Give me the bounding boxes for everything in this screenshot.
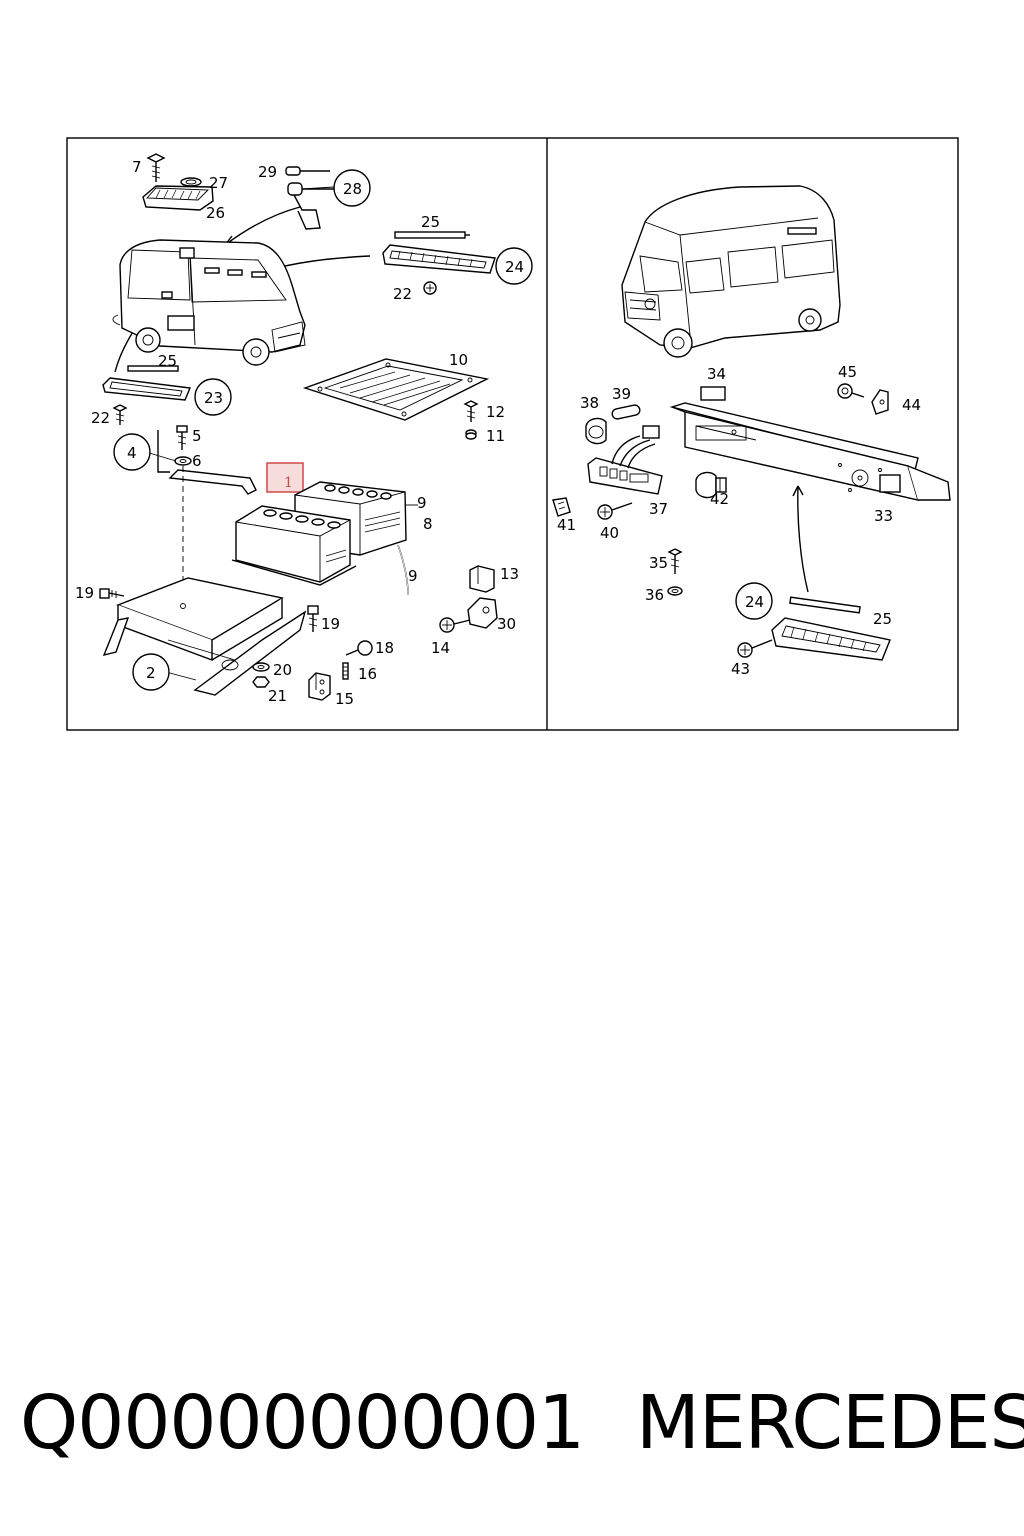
highlight-callout-box	[266, 462, 304, 493]
callout-label: 40	[600, 524, 619, 542]
leader-lines	[145, 186, 335, 681]
label-tag-part	[700, 386, 726, 401]
bolt-bracket-part	[837, 383, 889, 415]
clip-screw-part	[552, 497, 633, 520]
highlight-callout-label: 1	[284, 475, 293, 491]
callout-label: 23	[204, 389, 223, 407]
floor-plate-part	[302, 358, 490, 421]
callout-label: 9	[417, 494, 427, 512]
callout-label: 4	[127, 444, 137, 462]
relay-part	[467, 565, 498, 629]
callout-circle-2	[132, 653, 170, 691]
right-panel: 34 45 44 38 39 41 40 37 42 33 35 36 24 2…	[552, 185, 951, 678]
cable-part	[397, 544, 409, 596]
left-panel: 1	[75, 153, 533, 708]
screw-washer-part	[667, 548, 683, 596]
callout-circle-23	[194, 378, 232, 416]
callout-label: 37	[649, 500, 668, 518]
callout-label: 6	[192, 452, 202, 470]
callout-label: 24	[505, 258, 524, 276]
callout-label: 25	[421, 213, 440, 231]
parts-diagram: 1	[66, 137, 959, 731]
callout-label: 41	[557, 516, 576, 534]
switch-knob-part	[585, 404, 641, 445]
bracket-bolt-part	[157, 425, 257, 610]
callout-label: 27	[209, 174, 228, 192]
callout-label: 25	[158, 352, 177, 370]
pointer-arrow	[224, 206, 301, 246]
callout-label: 35	[649, 554, 668, 572]
callout-label: 30	[497, 615, 516, 633]
callout-label: 18	[375, 639, 394, 657]
callout-label: 7	[132, 158, 142, 176]
battery-part	[231, 505, 357, 586]
callout-label: 8	[423, 515, 433, 533]
callout-label: 29	[258, 163, 277, 181]
part-number: Q00000000001	[20, 1380, 585, 1466]
callout-label: 15	[335, 690, 354, 708]
callout-circle-24	[735, 582, 773, 620]
screw-part	[146, 153, 166, 182]
callout-label: 20	[273, 661, 292, 679]
callout-circle-24	[495, 247, 533, 285]
callout-label: 33	[874, 507, 893, 525]
screw-part	[439, 617, 471, 633]
callout-label: 5	[192, 427, 202, 445]
pointer-arrow	[797, 485, 809, 593]
callout-label: 45	[838, 363, 857, 381]
callout-label: 22	[91, 409, 110, 427]
callout-label: 12	[486, 403, 505, 421]
cross-member-part	[669, 402, 951, 501]
callout-label: 21	[268, 687, 287, 705]
callout-label: 28	[343, 180, 362, 198]
callout-label: 38	[580, 394, 599, 412]
callout-label: 34	[707, 365, 726, 383]
switch-panel-part	[587, 425, 663, 495]
marker-light-part	[102, 365, 192, 425]
fastener-parts	[252, 640, 373, 701]
callout-label: 2	[146, 664, 156, 682]
clip-part	[180, 177, 202, 187]
diagram-frame	[66, 137, 959, 731]
callout-label: 19	[75, 584, 94, 602]
callout-label: 43	[731, 660, 750, 678]
part-caption: Q00000000001 MERCEDES	[0, 1370, 1024, 1480]
callout-label: 24	[745, 593, 764, 611]
marker-light-part	[737, 596, 891, 661]
van-illustration	[621, 185, 841, 358]
callout-label: 22	[393, 285, 412, 303]
callout-label: 19	[321, 615, 340, 633]
bolt-nut-part	[463, 400, 479, 440]
plug-part	[695, 471, 727, 499]
callout-circle-28	[333, 169, 371, 207]
van-illustration	[112, 239, 306, 366]
callout-label: 9	[408, 567, 418, 585]
callout-label: 25	[873, 610, 892, 628]
callout-label: 13	[500, 565, 519, 583]
brand-name: MERCEDES	[636, 1380, 1024, 1466]
callout-label: 36	[645, 586, 664, 604]
callout-label: 44	[902, 396, 921, 414]
callout-label: 42	[710, 490, 729, 508]
callout-label: 11	[486, 427, 505, 445]
bolt-part	[99, 588, 319, 632]
callout-label: 26	[206, 204, 225, 222]
callout-label: 39	[612, 385, 631, 403]
marker-light-part	[382, 231, 496, 295]
callout-label: 16	[358, 665, 377, 683]
dome-lamp-part	[142, 185, 214, 211]
callout-label: 10	[449, 351, 468, 369]
battery-tray-part	[102, 577, 307, 696]
callout-circle-4	[113, 433, 151, 471]
bulb-socket-part	[285, 166, 334, 230]
callout-label: 14	[431, 639, 450, 657]
